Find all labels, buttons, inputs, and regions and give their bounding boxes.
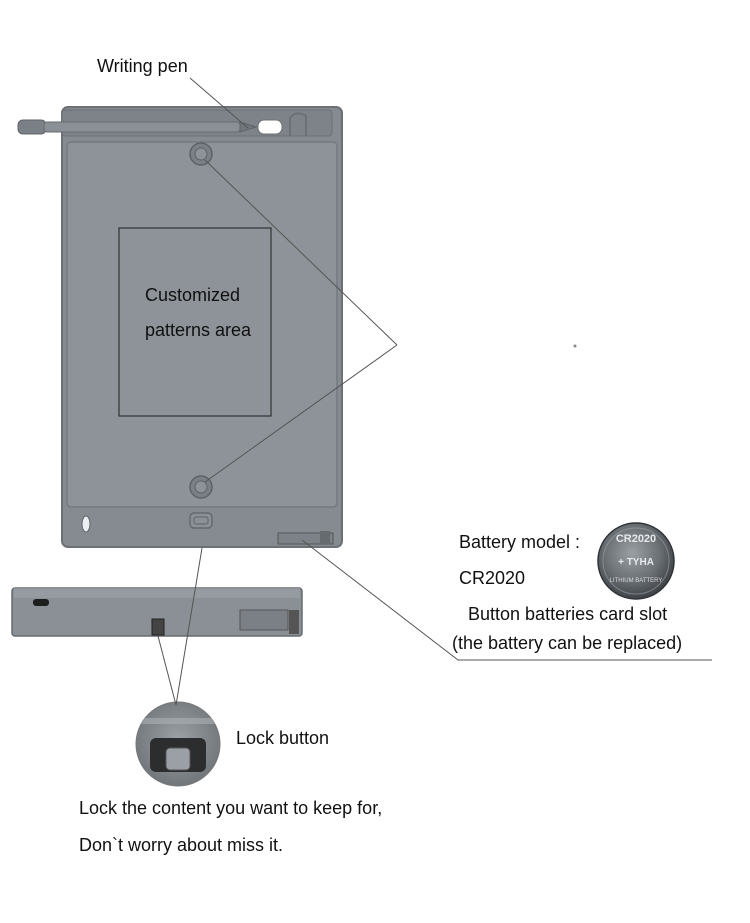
side-battery-slot bbox=[239, 609, 289, 631]
battery-slot bbox=[277, 532, 334, 545]
screw-leader-line-top bbox=[204, 159, 398, 346]
coin-top-text: CR2020 bbox=[616, 533, 656, 545]
custom-area-label-line2: patterns area bbox=[145, 320, 252, 340]
lock-leader-line-front bbox=[175, 547, 203, 706]
lock-leader-line-side bbox=[157, 635, 177, 706]
leader-lines bbox=[157, 77, 712, 706]
coin-middle-text: + TYHA bbox=[618, 557, 654, 568]
screw-leader-line-bottom bbox=[204, 344, 398, 483]
custom-pattern-area bbox=[118, 227, 272, 417]
lock-button-closeup bbox=[135, 701, 221, 787]
lock-switch bbox=[165, 747, 191, 771]
tablet-side bbox=[11, 587, 303, 637]
custom-area-label-line1: Customized bbox=[145, 285, 241, 305]
battery-slot-leader-line bbox=[301, 539, 712, 661]
pen-leader-line bbox=[189, 77, 249, 129]
battery-coin: CR2020 + TYHA LITHIUM BATTERY bbox=[597, 522, 675, 600]
battery-code-label: CR2020 bbox=[459, 568, 526, 588]
indicator-slot bbox=[81, 515, 91, 533]
writing-pen bbox=[17, 112, 307, 136]
battery-slot-label-line1: Button batteries card slot bbox=[468, 604, 668, 624]
side-slot bbox=[33, 599, 49, 606]
coin-bottom-text: LITHIUM BATTERY bbox=[610, 578, 663, 584]
side-lock-switch bbox=[151, 618, 165, 636]
battery-model-label: Battery model : bbox=[459, 532, 581, 552]
erase-button bbox=[189, 512, 213, 529]
lock-description-line2: Don`t worry about miss it. bbox=[79, 835, 284, 855]
lock-button-label: Lock button bbox=[236, 728, 330, 748]
battery-slot-label-line2: (the battery can be replaced) bbox=[452, 633, 683, 653]
small-dot bbox=[573, 344, 577, 348]
writing-pen-label: Writing pen bbox=[97, 56, 188, 76]
tablet-front bbox=[17, 106, 343, 548]
lock-description-line1: Lock the content you want to keep for, bbox=[79, 798, 383, 818]
